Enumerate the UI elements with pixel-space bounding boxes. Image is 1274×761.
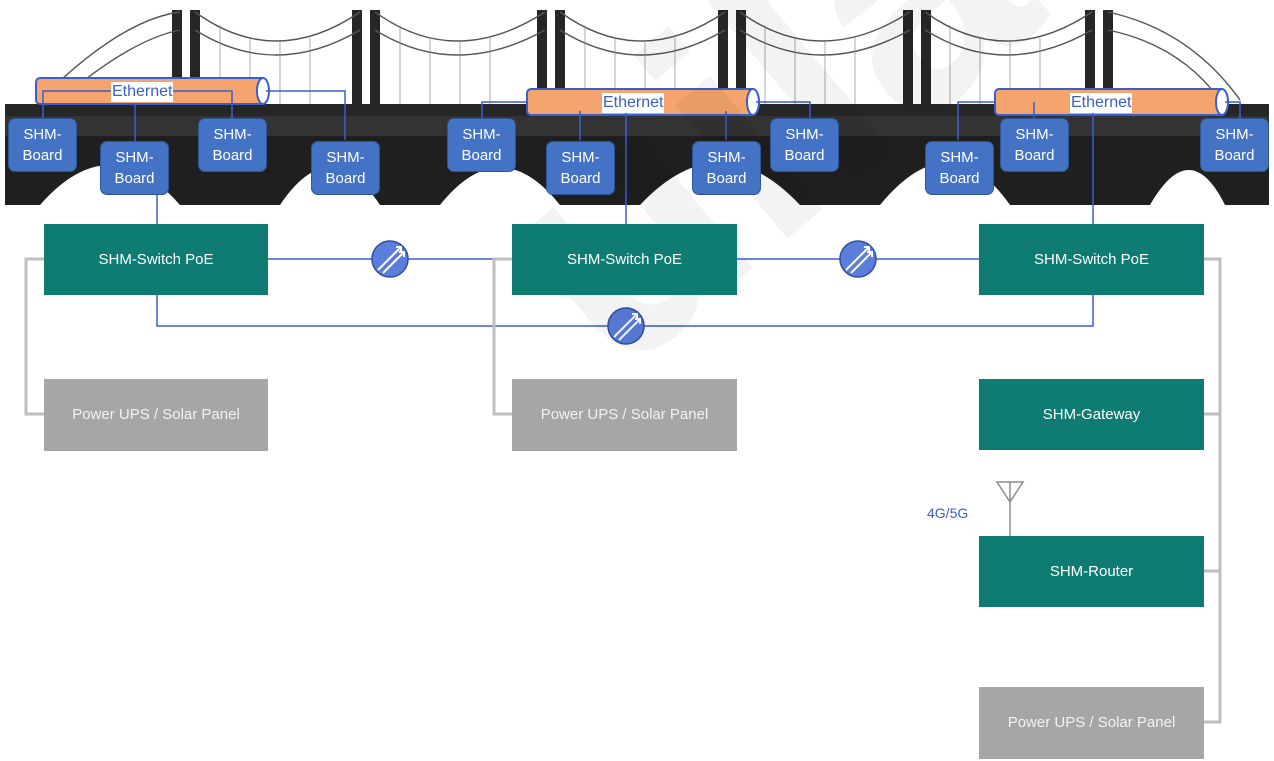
switch-label: SHM-Switch PoE <box>566 251 683 268</box>
ethernet-label: Ethernet <box>602 93 665 113</box>
shm-board: SHM- Board <box>1000 118 1069 172</box>
shm-board-label: SHM- Board <box>22 126 63 164</box>
power-ups-solar-panel-1: Power UPS / Solar Panel <box>44 379 268 451</box>
wireless-link-icon <box>607 307 645 345</box>
shm-board-label: SHM- Board <box>706 149 747 187</box>
shm-board: SHM- Board <box>198 118 267 172</box>
shm-board-label: SHM- Board <box>114 149 155 187</box>
shm-board-label: SHM- Board <box>325 149 366 187</box>
wireless-link-icon <box>371 240 409 278</box>
shm-board-label: SHM- Board <box>784 126 825 164</box>
network-label: 4G/5G <box>927 505 969 521</box>
shm-board: SHM- Board <box>546 141 615 195</box>
shm-switch-poe-1: SHM-Switch PoE <box>44 224 268 295</box>
power-label: Power UPS / Solar Panel <box>1007 714 1176 731</box>
shm-router: SHM-Router <box>979 536 1204 607</box>
shm-board-label: SHM- Board <box>212 126 253 164</box>
shm-board-label: SHM- Board <box>461 126 502 164</box>
shm-board: SHM- Board <box>692 141 761 195</box>
shm-board-label: SHM- Board <box>1014 126 1055 164</box>
power-label: Power UPS / Solar Panel <box>540 406 709 423</box>
shm-switch-poe-3: SHM-Switch PoE <box>979 224 1204 295</box>
switch-label: SHM-Switch PoE <box>98 251 214 268</box>
shm-board: SHM- Board <box>447 118 516 172</box>
ethernet-label: Ethernet <box>1070 93 1133 113</box>
gateway-label: SHM-Gateway <box>1042 406 1141 423</box>
shm-board-label: SHM- Board <box>939 149 980 187</box>
power-ups-solar-panel-3: Power UPS / Solar Panel <box>979 687 1204 759</box>
wireless-link-icon <box>839 240 877 278</box>
shm-gateway: SHM-Gateway <box>979 379 1204 450</box>
shm-board: SHM- Board <box>8 118 77 172</box>
antenna-icon <box>995 481 1025 536</box>
power-ups-solar-panel-2: Power UPS / Solar Panel <box>512 379 737 451</box>
shm-board-label: SHM- Board <box>1214 126 1255 164</box>
ethernet-label: Ethernet <box>111 82 174 102</box>
switch-label: SHM-Switch PoE <box>1033 251 1150 268</box>
power-label: Power UPS / Solar Panel <box>72 406 240 423</box>
shm-switch-poe-2: SHM-Switch PoE <box>512 224 737 295</box>
router-label: SHM-Router <box>1049 563 1134 580</box>
shm-board-label: SHM- Board <box>560 149 601 187</box>
shm-board: SHM- Board <box>1200 118 1269 172</box>
shm-board: SHM- Board <box>925 141 994 195</box>
shm-board: SHM- Board <box>311 141 380 195</box>
shm-board: SHM- Board <box>100 141 169 195</box>
shm-board: SHM- Board <box>770 118 839 172</box>
